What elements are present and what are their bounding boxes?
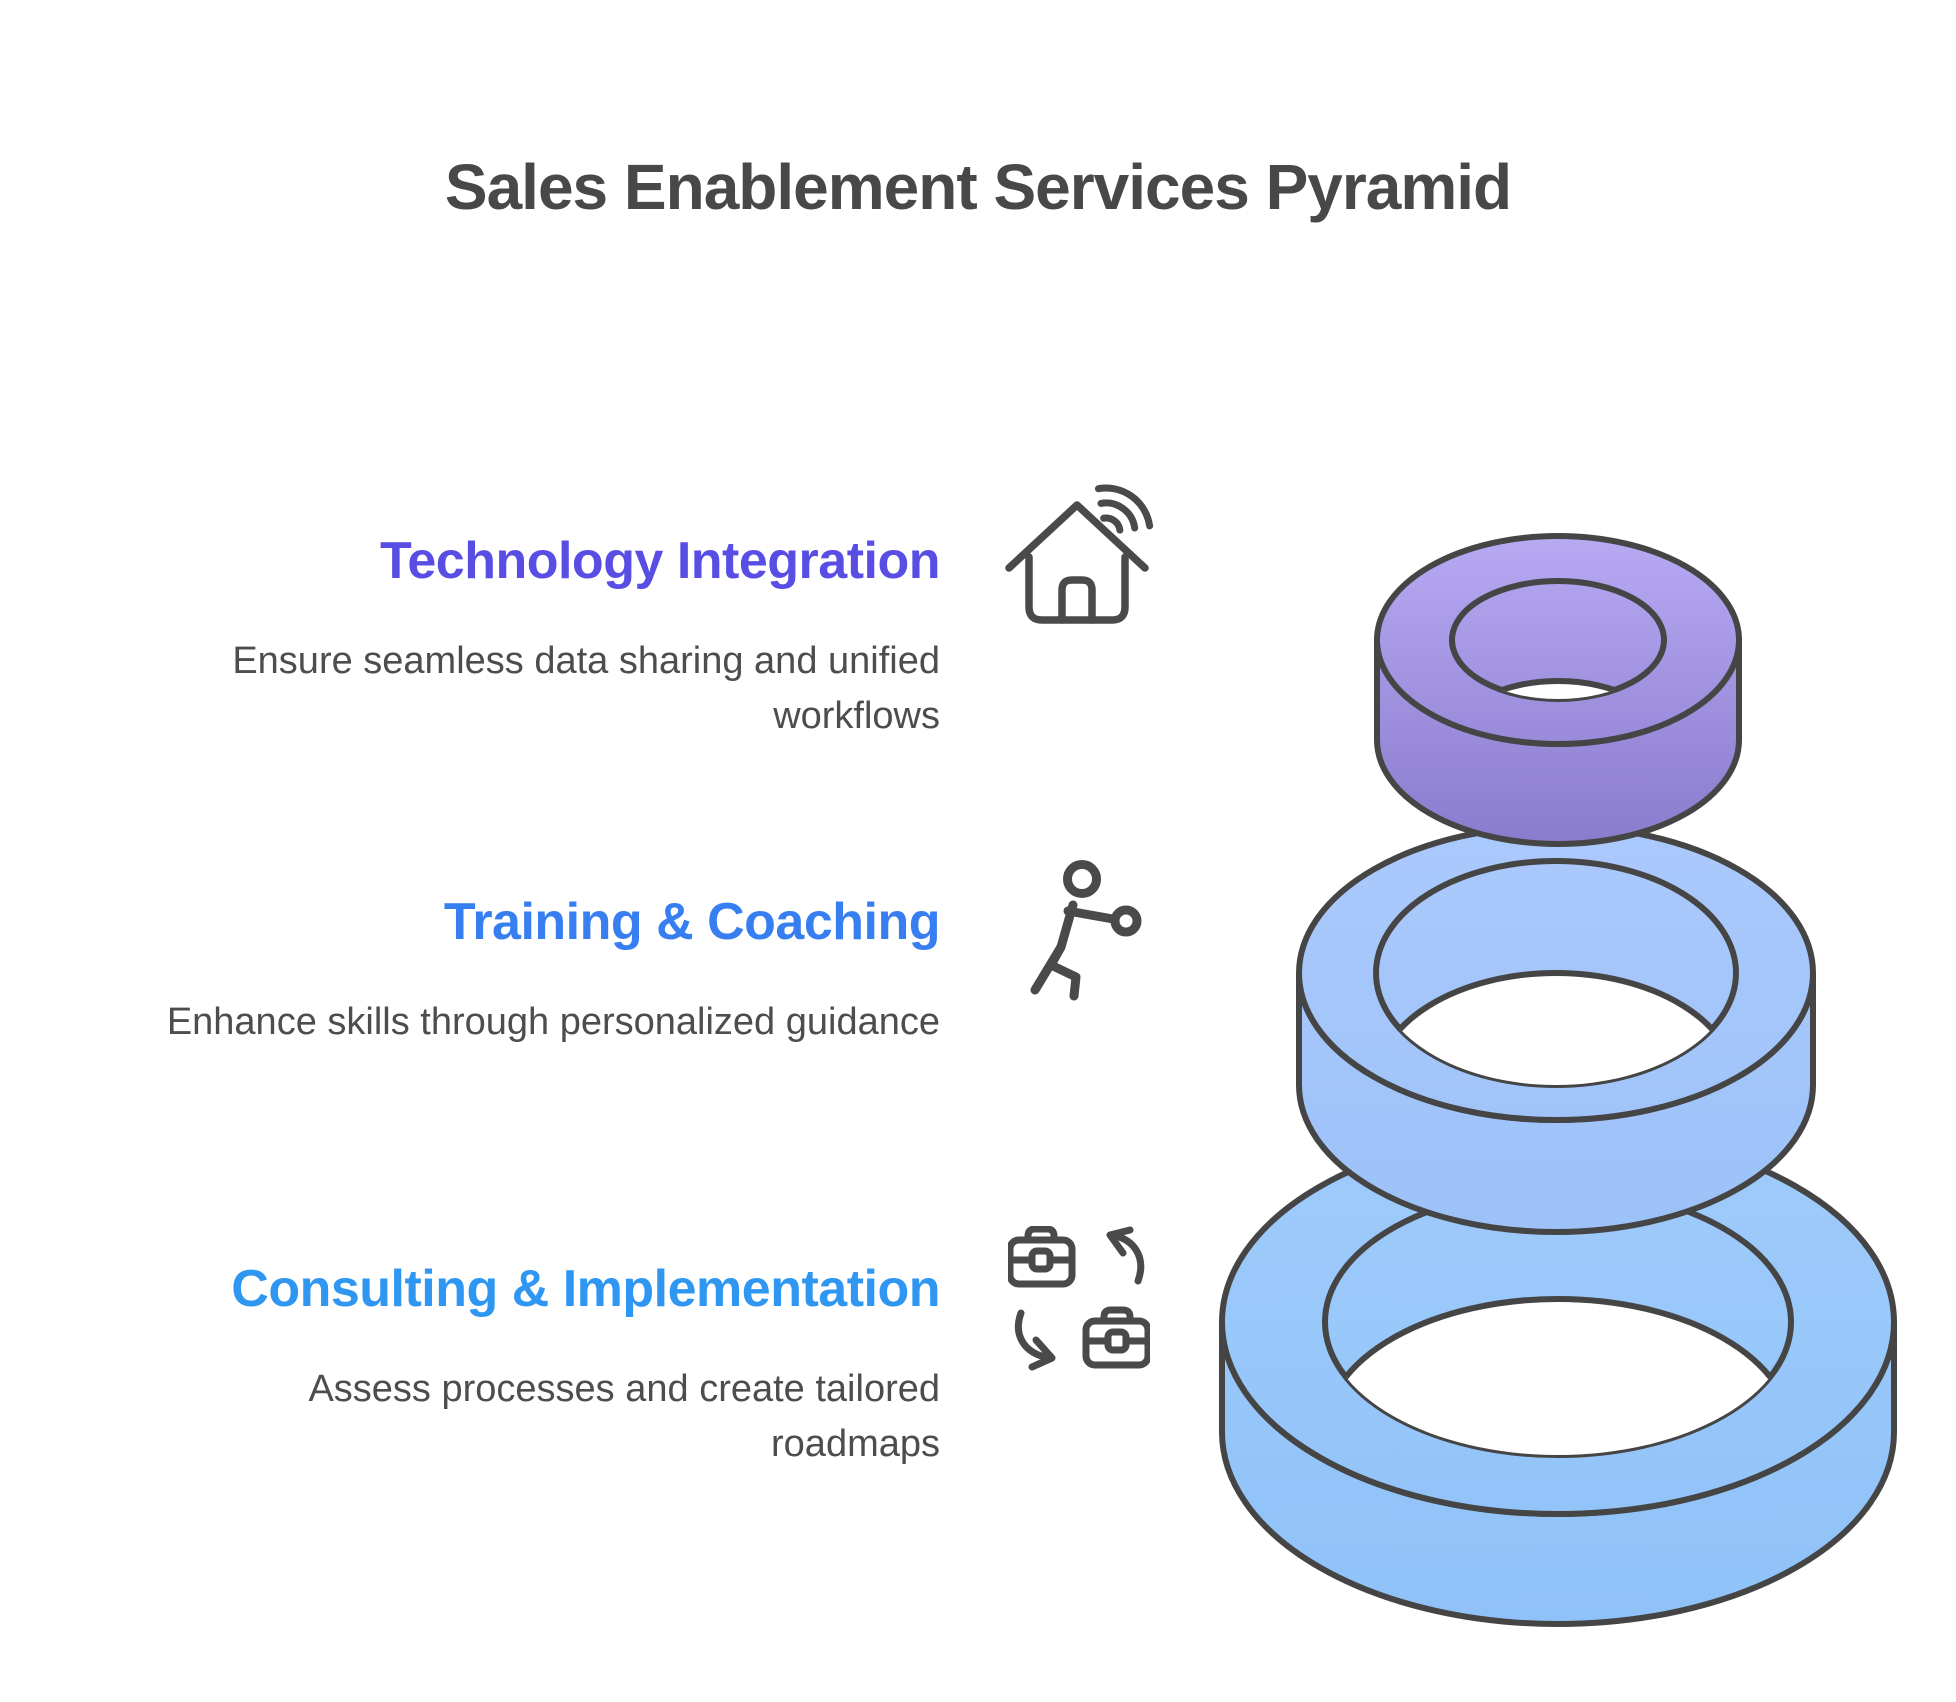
boxing-person-icon bbox=[1030, 860, 1142, 1001]
house-roof bbox=[1005, 501, 1149, 572]
briefcase-b-handle bbox=[1100, 1306, 1134, 1325]
pyramid-ring-training-coaching bbox=[1296, 823, 1816, 1235]
tier-title-consulting-implementation: Consulting & Implementation bbox=[231, 1260, 940, 1318]
briefcase-exchange-icon bbox=[1008, 1226, 1150, 1371]
briefcase-a-handle bbox=[1024, 1226, 1058, 1244]
ring-side-wall bbox=[1296, 970, 1816, 1235]
ring-hole-opening bbox=[1452, 678, 1664, 699]
ring-top-face bbox=[1219, 1127, 1897, 1517]
arrow-up-left-head bbox=[1106, 1226, 1134, 1257]
pyramid-ring-technology-integration bbox=[1374, 533, 1742, 847]
person-head bbox=[1063, 860, 1101, 898]
tier-description-training-coaching: Enhance skills through personalized guid… bbox=[166, 1000, 940, 1043]
person-torso bbox=[1056, 900, 1078, 952]
ring-hole-rim bbox=[1322, 1186, 1794, 1458]
wifi-arc-medium bbox=[1097, 499, 1139, 532]
ring-hole-opening bbox=[1325, 1296, 1791, 1455]
tier-technology-integration: Technology Integration Ensure seamless d… bbox=[0, 532, 940, 744]
boxing-glove bbox=[1110, 905, 1142, 937]
tier-description-consulting-implementation: Assess processes and create tailored roa… bbox=[308, 1367, 940, 1465]
smart-home-icon bbox=[1005, 484, 1154, 624]
ring-side-wall bbox=[1219, 1319, 1897, 1627]
ring-hole-opening bbox=[1376, 970, 1736, 1085]
pyramid-ring-consulting-implementation bbox=[1219, 1127, 1897, 1627]
ring-top-face bbox=[1374, 533, 1742, 747]
page-title: Sales Enablement Services Pyramid bbox=[444, 151, 1512, 223]
house-walls bbox=[1025, 553, 1129, 624]
house-door bbox=[1058, 576, 1096, 624]
arrow-down-right-head bbox=[1028, 1336, 1056, 1371]
ring-side-wall bbox=[1374, 637, 1742, 847]
person-front-leg bbox=[1046, 942, 1081, 1001]
ring-hole-rim bbox=[1373, 858, 1739, 1088]
tier-training-coaching: Training & Coaching Enhance skills throu… bbox=[0, 893, 941, 1050]
wifi-arc-small bbox=[1100, 514, 1124, 534]
arrow-down-right-curve bbox=[1014, 1309, 1054, 1362]
tier-description-technology-integration: Ensure seamless data sharing and unified… bbox=[232, 639, 940, 737]
wifi-arc-large bbox=[1094, 484, 1154, 530]
tier-title-technology-integration: Technology Integration bbox=[379, 532, 941, 590]
briefcase-b-clasp bbox=[1104, 1328, 1130, 1354]
briefcase-a-clasp bbox=[1028, 1247, 1054, 1273]
ring-hole-rim bbox=[1449, 578, 1667, 702]
ring-top-face bbox=[1296, 823, 1816, 1123]
tier-consulting-implementation: Consulting & Implementation Assess proce… bbox=[0, 1260, 940, 1472]
tier-title-training-coaching: Training & Coaching bbox=[443, 893, 941, 951]
